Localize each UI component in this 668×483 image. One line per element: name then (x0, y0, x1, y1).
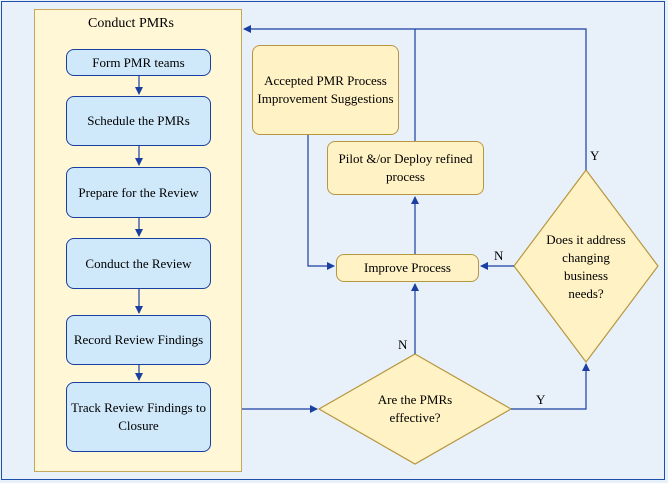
step-track-findings[interactable]: Track Review Findings to Closure (66, 382, 211, 452)
decision-effective-text: Are the PMRs effective? (377, 392, 453, 425)
panel-title: Conduct PMRs (88, 16, 174, 31)
label-effective-yes: Y (536, 392, 546, 407)
improve-process-box[interactable]: Improve Process (336, 254, 479, 282)
label-business-no: N (494, 248, 504, 263)
decision-effective-diamond[interactable] (317, 353, 513, 465)
arrow-accepted-to-improve (307, 135, 335, 270)
label-business-yes: Y (590, 148, 600, 163)
step-schedule-pmrs[interactable]: Schedule the PMRs (66, 96, 211, 146)
step-prepare-review[interactable]: Prepare for the Review (66, 167, 211, 218)
decision-business-text: Does it address changing business needs? (546, 232, 626, 301)
step-conduct-review[interactable]: Conduct the Review (66, 238, 211, 289)
arrow-effective-yes-to-business (511, 363, 590, 410)
step-form-pmr-teams[interactable]: Form PMR teams (66, 49, 211, 76)
step-record-findings[interactable]: Record Review Findings (66, 315, 211, 365)
accepted-suggestions-box[interactable]: Accepted PMR Process Improvement Suggest… (252, 45, 399, 135)
arrow-business-yes-to-panel (243, 25, 587, 170)
label-effective-no: N (398, 337, 408, 352)
decision-business-diamond[interactable] (513, 169, 659, 363)
pilot-deploy-box[interactable]: Pilot &/or Deploy refined process (327, 141, 484, 195)
